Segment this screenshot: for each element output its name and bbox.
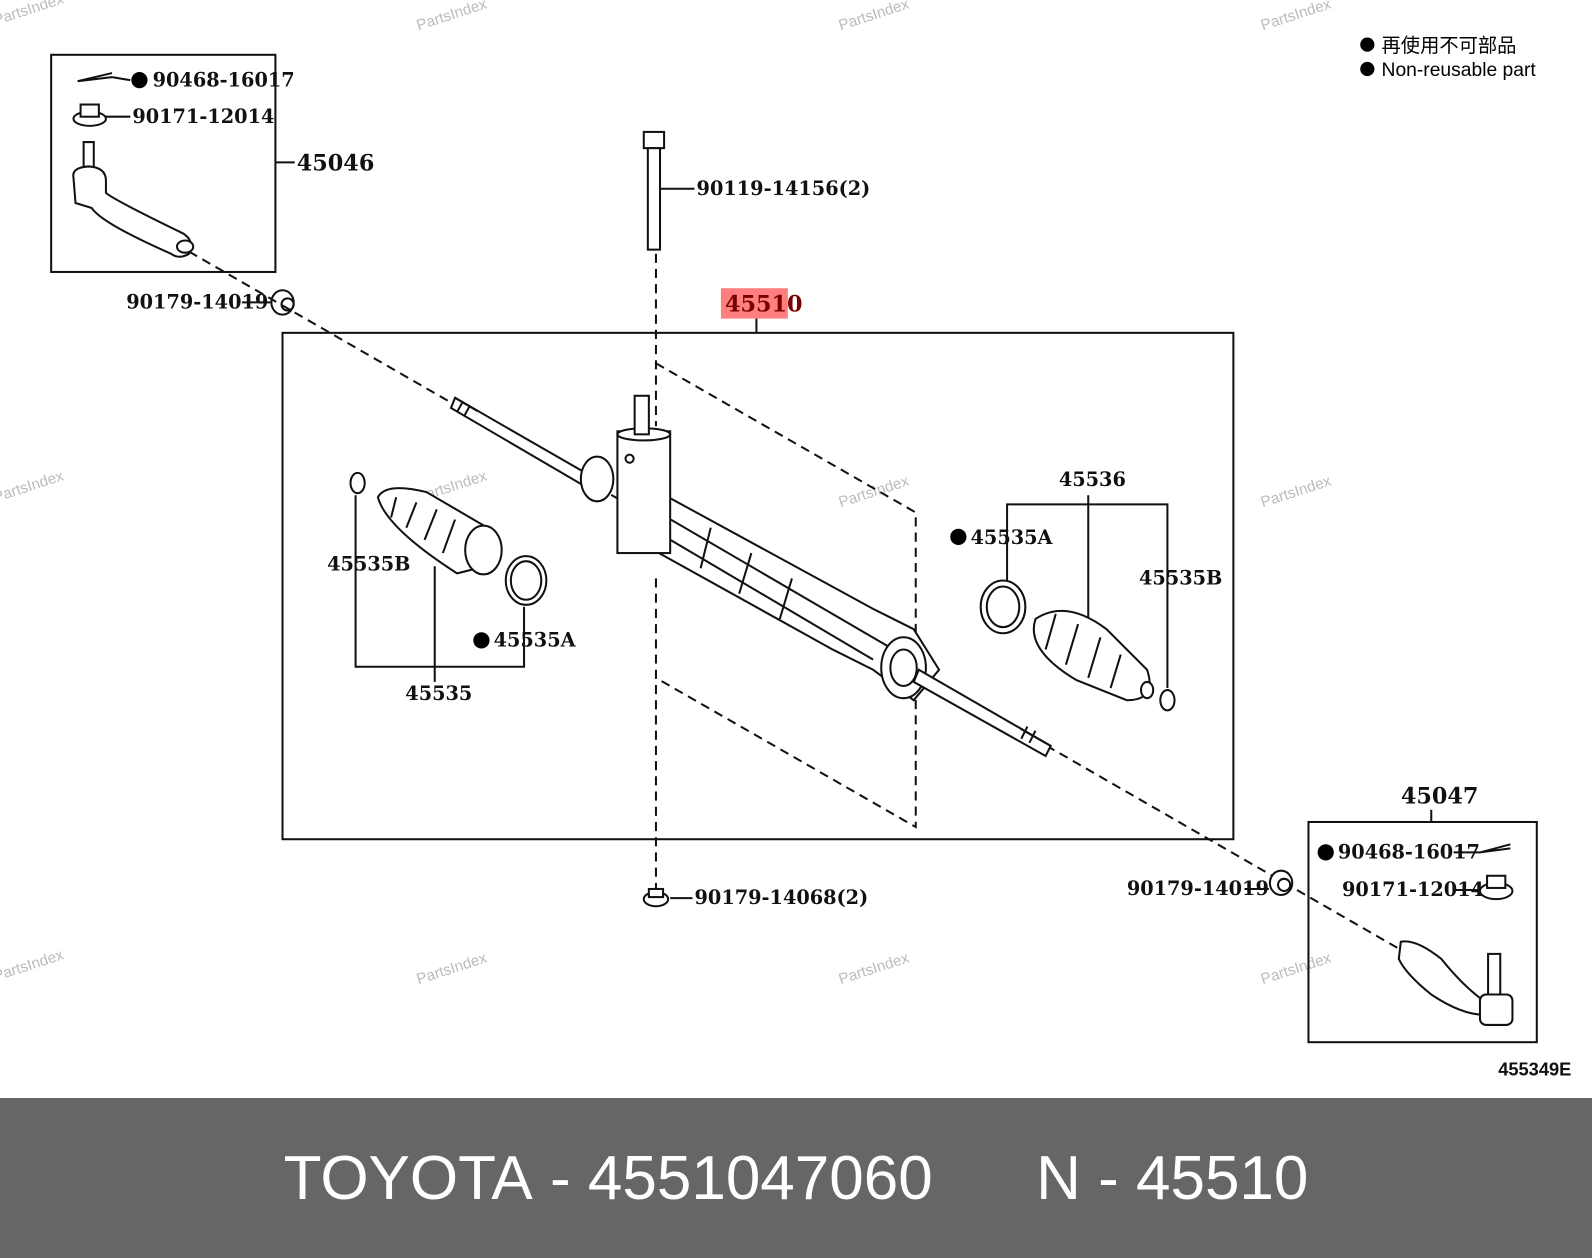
tie-rod-end-right-icon	[1397, 940, 1486, 1016]
label-boot-set-right[interactable]: 45536	[1059, 468, 1126, 491]
label-clamp-a-left[interactable]: 45535A	[494, 628, 577, 651]
ref-prefix: N	[1036, 1143, 1081, 1213]
non-reusable-dot-icon	[1317, 844, 1334, 861]
label-nut-right[interactable]: 90171-12014	[1342, 878, 1484, 901]
watermark: PartsIndex	[1259, 0, 1334, 34]
assembly-box	[281, 331, 1235, 841]
tie-rod-end-left-group: 90468-16017 90171-12014 45046 90179-1401…	[50, 53, 375, 316]
label-rack-assembly[interactable]: 45510	[725, 292, 803, 318]
leader-lines-left	[354, 495, 526, 682]
non-reusable-dot-icon	[1360, 61, 1375, 77]
bolt-group: 90119-14156(2) 90179-14068(2)	[642, 130, 871, 909]
diagram-code: 455349E	[1498, 1059, 1571, 1080]
legend-english: Non-reusable part	[1382, 60, 1537, 81]
tie-rod-end-left-icon	[72, 165, 193, 258]
castle-nut-top	[79, 103, 100, 118]
watermark: PartsIndex	[414, 949, 489, 988]
steering-rack-icon	[449, 394, 1053, 758]
boot-right-icon	[979, 579, 1176, 712]
watermark: PartsIndex	[0, 0, 66, 29]
label-lock-nut-left[interactable]: 90179-14019	[126, 290, 268, 313]
cotter-pin-icon	[1453, 843, 1511, 854]
watermark: PartsIndex	[837, 0, 912, 34]
non-reusable-dot-icon	[473, 632, 490, 649]
non-reusable-dot-icon	[131, 72, 148, 89]
group-box	[1307, 820, 1538, 1044]
label-nut-bottom[interactable]: 90179-14068(2)	[695, 886, 869, 909]
label-boot-set-left[interactable]: 45535	[405, 682, 472, 705]
tie-rod-end-right-group: 45047 90468-16017 90171-12014 90179-1401…	[1127, 784, 1538, 1044]
label-nut-left[interactable]: 90171-12014	[132, 105, 274, 128]
bolt-shaft-icon	[646, 147, 662, 251]
separator: -	[1098, 1143, 1119, 1213]
bolt-head-icon	[642, 130, 666, 150]
separator: -	[550, 1143, 571, 1213]
part-number: 4551047060	[587, 1143, 933, 1213]
label-clamp-b-right[interactable]: 45535B	[1139, 567, 1222, 590]
lock-nut-icon	[1268, 869, 1294, 897]
leader-lines-right	[1006, 495, 1169, 689]
boot-left-icon	[349, 471, 548, 606]
watermark: PartsIndex	[414, 0, 489, 34]
cotter-pin-icon	[77, 72, 131, 83]
brand: TOYOTA	[283, 1143, 533, 1213]
non-reusable-dot-icon	[950, 528, 967, 545]
ref-number: 45510	[1135, 1143, 1309, 1213]
label-lock-nut-right[interactable]: 90179-14019	[1127, 877, 1269, 900]
label-tie-rod-end-left[interactable]: 45046	[297, 150, 375, 176]
label-cotter-pin-right[interactable]: 90468-16017	[1338, 841, 1480, 864]
rack-assembly-group: 45510 45535	[281, 288, 1235, 841]
watermark: PartsIndex	[1259, 949, 1334, 988]
non-reusable-dot-icon	[1360, 37, 1375, 52]
legend: 再使用不可部品 Non-reusable part	[1360, 35, 1536, 81]
label-bolt[interactable]: 90119-14156(2)	[697, 177, 871, 200]
label-cotter-pin-left[interactable]: 90468-16017	[153, 68, 295, 91]
label-clamp-b-left[interactable]: 45535B	[327, 552, 410, 575]
watermark: PartsIndex	[1259, 472, 1334, 511]
stud-icon	[1487, 952, 1502, 996]
highlight-box	[720, 288, 788, 319]
watermark: PartsIndex	[0, 467, 66, 506]
parts-diagram: PartsIndex PartsIndex PartsIndex PartsIn…	[0, 0, 1571, 1080]
watermark: PartsIndex	[837, 472, 912, 511]
footer-bar: TOYOTA - 4551047060 N - 45510	[0, 1098, 1592, 1258]
watermark: PartsIndex	[837, 949, 912, 988]
watermark: PartsIndex	[0, 946, 66, 985]
legend-japanese: 再使用不可部品	[1382, 35, 1517, 57]
label-tie-rod-end-right[interactable]: 45047	[1401, 784, 1479, 810]
label-clamp-a-right[interactable]: 45535A	[971, 526, 1054, 549]
clamp-icon	[504, 555, 548, 606]
